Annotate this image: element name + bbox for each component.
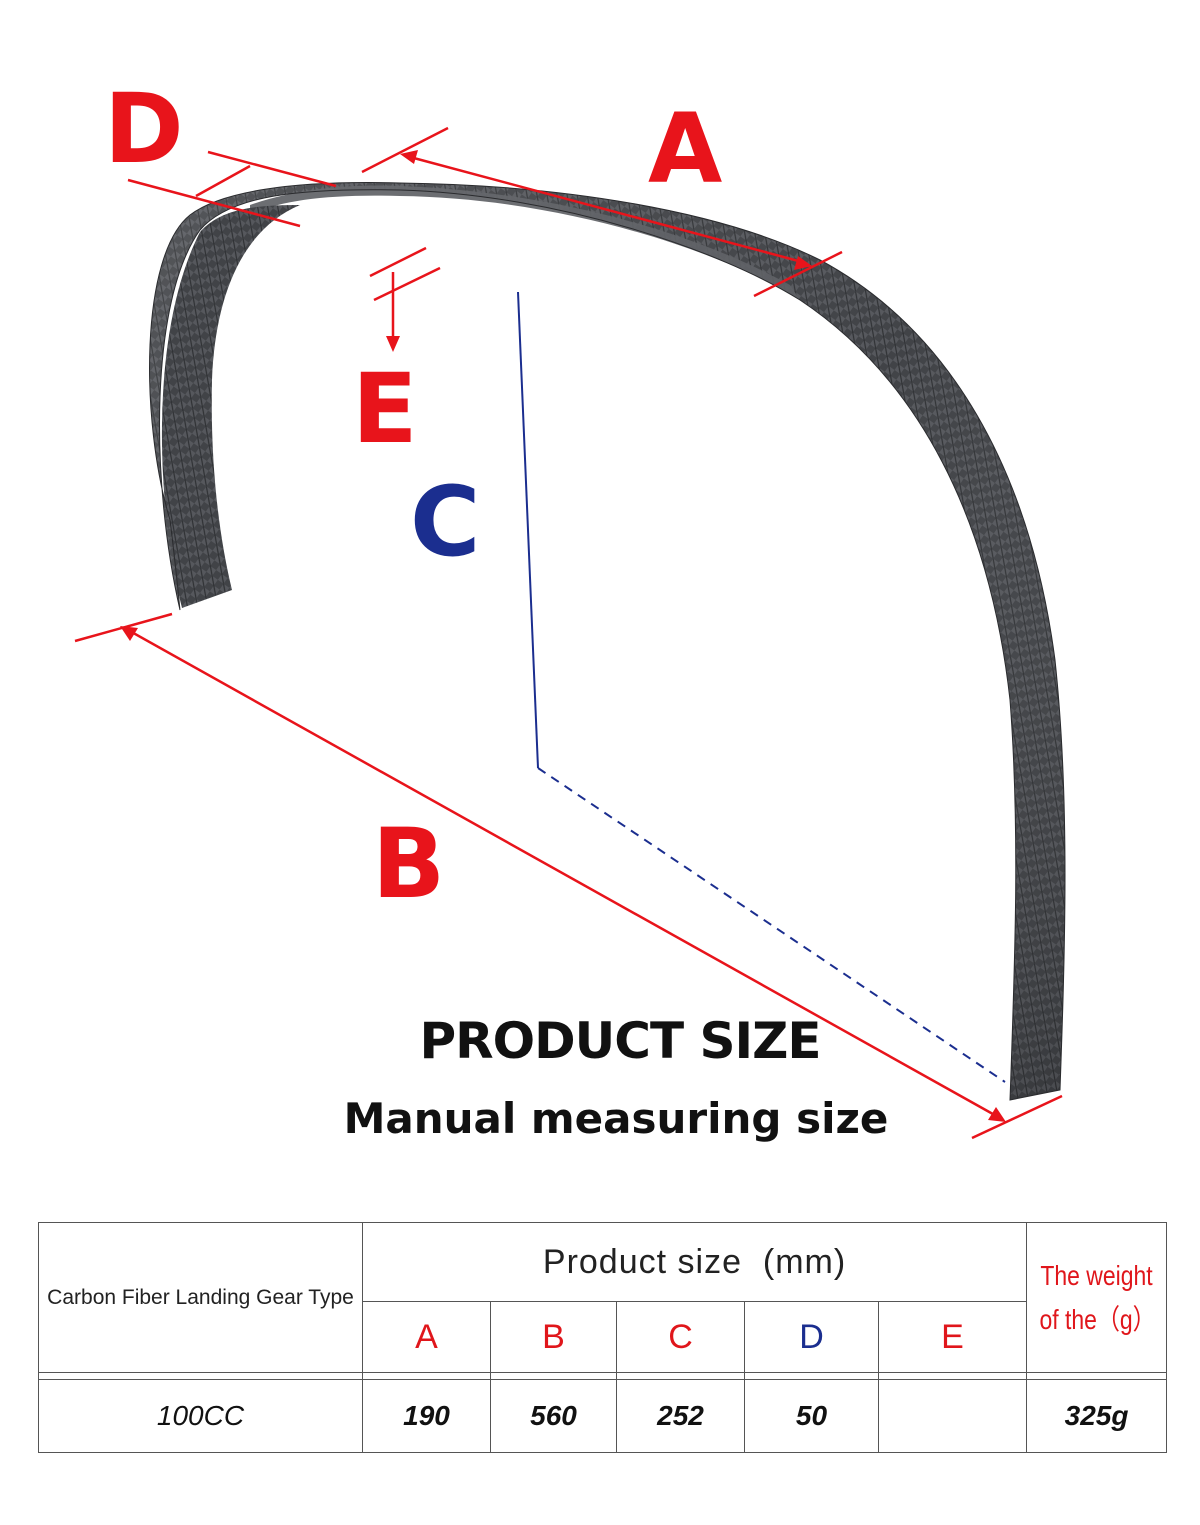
weight-header-line1: The weight: [1040, 1259, 1153, 1291]
label-e: E: [352, 353, 418, 465]
table-separator: [38, 1372, 1168, 1380]
value-a-cell: 190: [362, 1379, 491, 1453]
product-size-header: Product size (mm): [361, 1222, 1028, 1302]
label-a: A: [648, 93, 722, 205]
column-e-header: E: [877, 1301, 1028, 1373]
table-row: 100CC 190 560 252 50 325g: [38, 1379, 1168, 1453]
label-c: C: [410, 466, 480, 578]
type-header: Carbon Fiber Landing Gear Type: [38, 1222, 363, 1373]
label-b: B: [372, 808, 445, 920]
dimension-e: [369, 246, 441, 352]
model-cell: 100CC: [38, 1379, 363, 1453]
column-d-header: D: [744, 1301, 879, 1373]
c-dashed-line: [537, 767, 1006, 1083]
landing-gear-diagram: A D E C B: [74, 73, 1066, 1140]
column-c-header: C: [616, 1301, 745, 1373]
column-a-header: A: [362, 1301, 491, 1373]
weight-value-cell: 325g: [1026, 1379, 1168, 1453]
manual-measuring-subtitle: Manual measuring size: [343, 1094, 889, 1143]
value-e-cell: [877, 1379, 1028, 1453]
column-b-header: B: [490, 1301, 617, 1373]
weight-header: The weight of the（g）: [1026, 1222, 1168, 1373]
label-d: D: [104, 73, 184, 185]
spec-table: Carbon Fiber Landing Gear Type Product s…: [38, 1222, 1168, 1453]
value-b-cell: 560: [490, 1379, 617, 1453]
value-d-cell: 50: [744, 1379, 879, 1453]
c-vertical-line: [517, 291, 539, 769]
carbon-fiber-arch: [149, 182, 1066, 1101]
product-size-title: PRODUCT SIZE: [419, 1012, 822, 1070]
weight-header-line2: of the（g）: [1039, 1303, 1156, 1335]
dimension-a: [361, 126, 843, 298]
dimension-b: [74, 612, 1063, 1140]
value-c-cell: 252: [616, 1379, 745, 1453]
dimension-d: [127, 150, 337, 228]
